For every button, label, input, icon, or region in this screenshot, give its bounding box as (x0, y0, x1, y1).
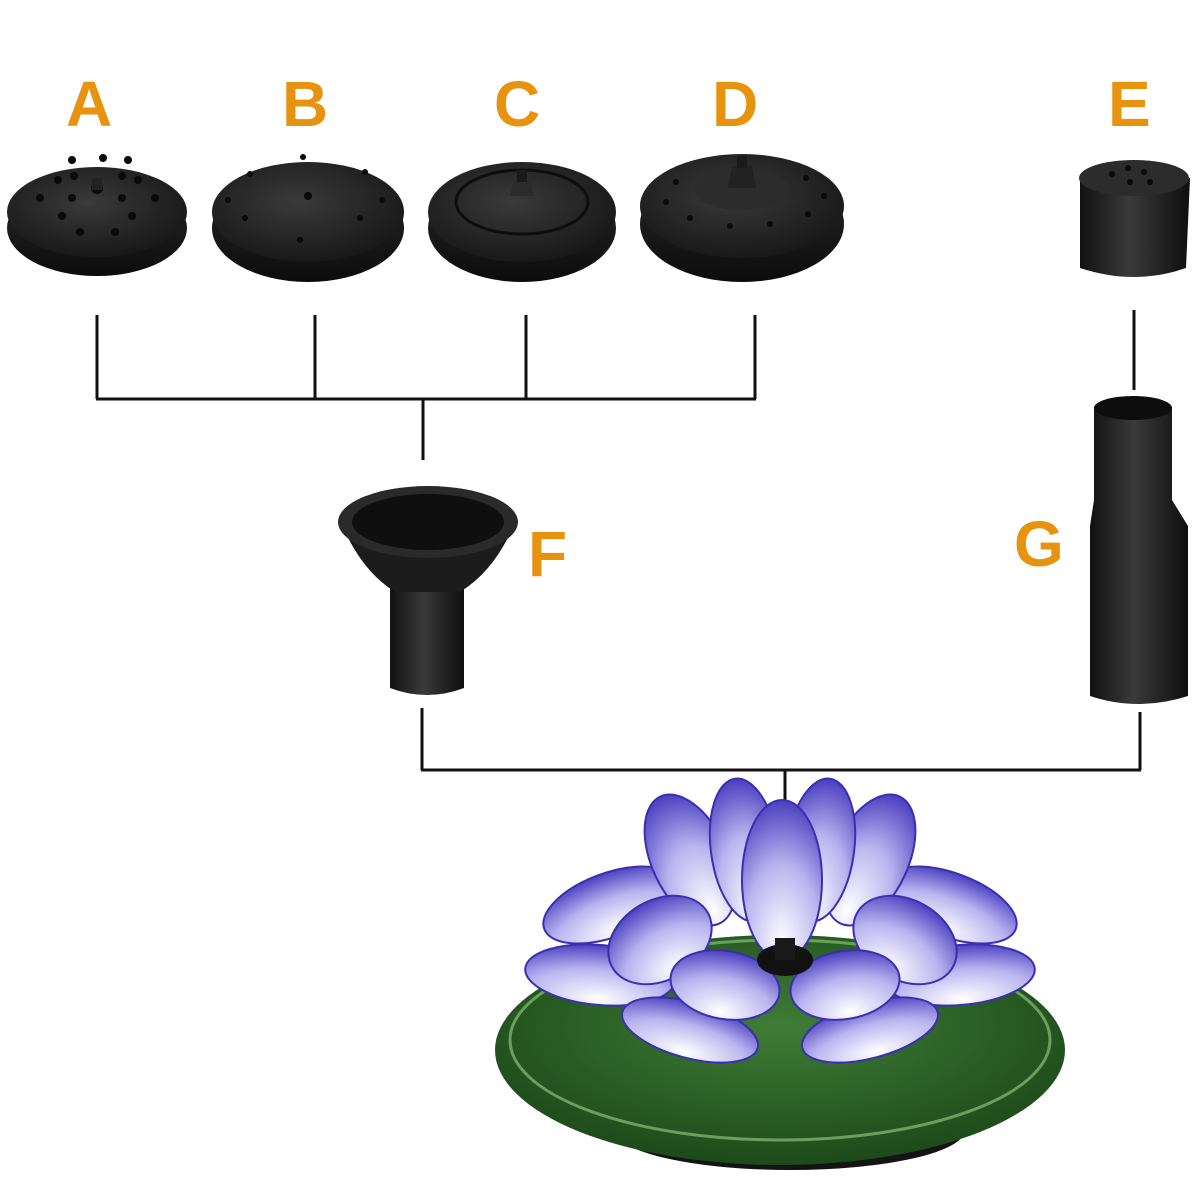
lotus-fountain-base (495, 777, 1065, 1170)
label-b: B (282, 68, 329, 140)
nozzle-cap-e (1079, 160, 1190, 277)
nozzle-disc-a (7, 154, 187, 276)
label-d: D (712, 68, 759, 140)
nozzle-disc-d (640, 154, 844, 282)
label-g: G (1014, 508, 1064, 580)
connector-lines (95, 310, 1142, 950)
extension-tube-g (1090, 396, 1188, 704)
label-a: A (66, 68, 113, 140)
label-f: F (528, 518, 568, 590)
label-c: C (494, 68, 541, 140)
nozzle-disc-b (212, 154, 404, 282)
label-e: E (1108, 68, 1151, 140)
nozzle-disc-c (428, 162, 616, 282)
funnel-adapter-f (338, 486, 518, 695)
